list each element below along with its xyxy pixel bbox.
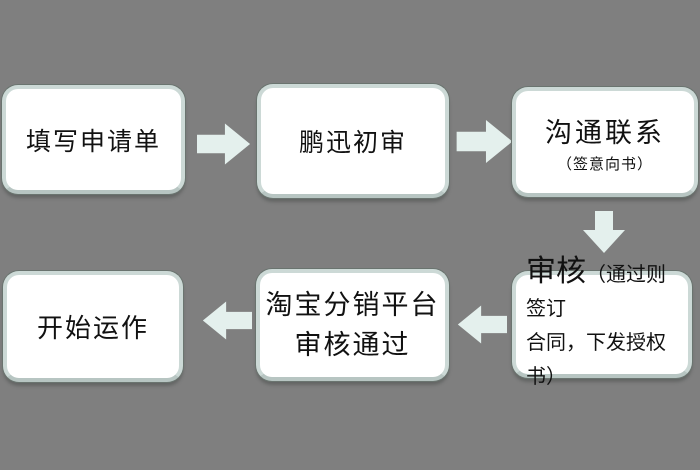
node-label: 开始运作 [36, 313, 149, 343]
arrow-shape [456, 119, 513, 164]
arrow-shape [583, 211, 625, 253]
arrow-shape [457, 305, 507, 344]
flow-arrow-down [582, 211, 626, 254]
node-detail-line1: （通过则签订 [526, 263, 666, 320]
flow-node-fill-application: 填写申请单 [2, 85, 185, 194]
flow-arrow-left-1 [457, 301, 507, 348]
flow-node-start-operation: 开始运作 [3, 271, 183, 382]
node-label: 鹏迅初审 [298, 129, 407, 157]
arrow-left-icon [202, 301, 252, 340]
arrow-down-icon [583, 211, 625, 253]
arrow-right-icon [197, 123, 251, 165]
node-detail-line2: 合同，下发授权书） [526, 331, 666, 388]
node-text-block: 审核（通过则签订 合同，下发授权书） [516, 255, 688, 395]
flow-arrow-right-1 [197, 121, 251, 167]
node-label: 淘宝分销平台 审核通过 [266, 285, 440, 365]
node-sublabel: （签意向书） [556, 155, 653, 173]
node-title: 审核 [526, 254, 586, 288]
flow-node-final-review: 审核（通过则签订 合同，下发授权书） [512, 255, 692, 388]
flow-node-communication: 沟通联系 （签意向书） [512, 87, 698, 197]
arrow-right-icon [456, 119, 513, 164]
node-label: 沟通联系 [545, 117, 665, 148]
node-label: 填写申请单 [25, 127, 161, 156]
node-label-line2: 审核通过 [294, 330, 411, 360]
arrow-shape [197, 123, 251, 165]
flow-node-taobao-platform-approval: 淘宝分销平台 审核通过 [256, 269, 449, 381]
arrow-left-icon [457, 305, 507, 344]
flow-node-initial-review: 鹏迅初审 [257, 84, 449, 198]
node-label-line1: 淘宝分销平台 [265, 290, 440, 320]
flow-arrow-right-2 [456, 119, 514, 164]
arrow-shape [202, 301, 252, 340]
flow-arrow-left-2 [202, 297, 252, 344]
